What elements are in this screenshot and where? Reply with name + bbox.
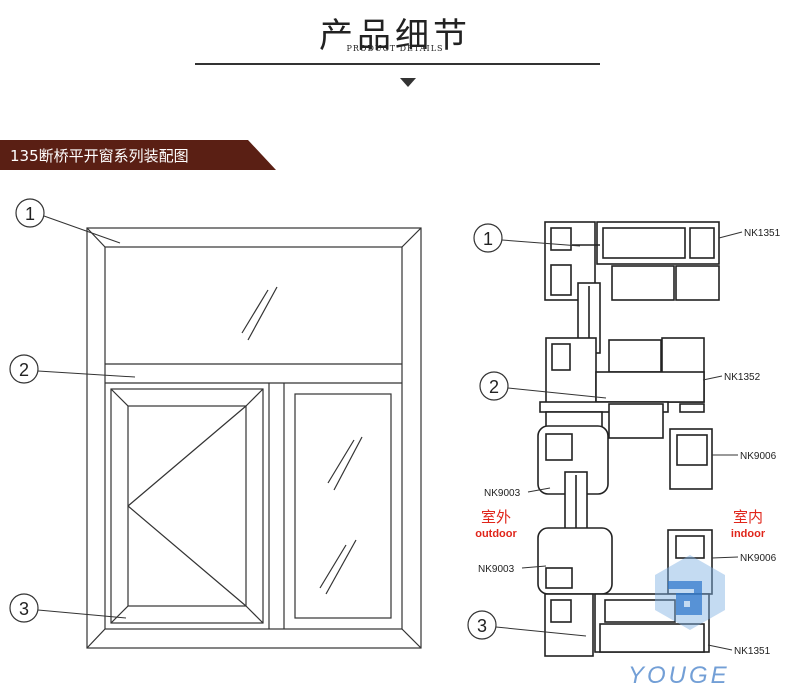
outdoor-label-cn: 室外 xyxy=(481,509,511,526)
page-subtitle: PRODUCT DETAILS xyxy=(346,44,444,53)
indoor-label-cn: 室内 xyxy=(733,509,763,526)
page-title: 产品细节 xyxy=(319,16,471,56)
window-elevation xyxy=(86,227,422,649)
svg-text:2: 2 xyxy=(489,377,499,397)
part-code-left-lower: NK9003 xyxy=(478,564,515,575)
left-callout-2: 2 xyxy=(9,354,136,384)
part-code-bottom: NK1351 xyxy=(734,646,771,657)
svg-text:3: 3 xyxy=(477,616,487,636)
right-callout-3: 3 xyxy=(467,610,587,640)
part-code-mid: NK1352 xyxy=(724,372,761,383)
part-code-left-upper: NK9003 xyxy=(484,488,521,499)
svg-text:3: 3 xyxy=(19,599,29,619)
section-banner-label: 135断桥平开窗系列装配图 xyxy=(10,147,189,165)
section-banner xyxy=(0,140,276,170)
outdoor-label-en: outdoor xyxy=(475,528,517,540)
svg-text:1: 1 xyxy=(483,229,493,249)
svg-text:1: 1 xyxy=(25,204,35,224)
watermark-text: YOUGE xyxy=(628,662,730,689)
watermark-logo: YOUGE xyxy=(628,555,730,689)
part-code-mid-right: NK9006 xyxy=(740,451,777,462)
title-divider xyxy=(195,63,600,65)
part-code-top: NK1351 xyxy=(744,228,781,239)
svg-text:2: 2 xyxy=(19,360,29,380)
right-callout-2: 2 xyxy=(479,371,607,401)
left-callout-1: 1 xyxy=(15,198,121,244)
right-callout-1: 1 xyxy=(473,223,581,253)
part-code-right-lower: NK9006 xyxy=(740,553,777,564)
down-arrow-icon xyxy=(400,78,416,87)
left-callout-3: 3 xyxy=(9,593,127,623)
indoor-label-en: indoor xyxy=(731,528,766,540)
